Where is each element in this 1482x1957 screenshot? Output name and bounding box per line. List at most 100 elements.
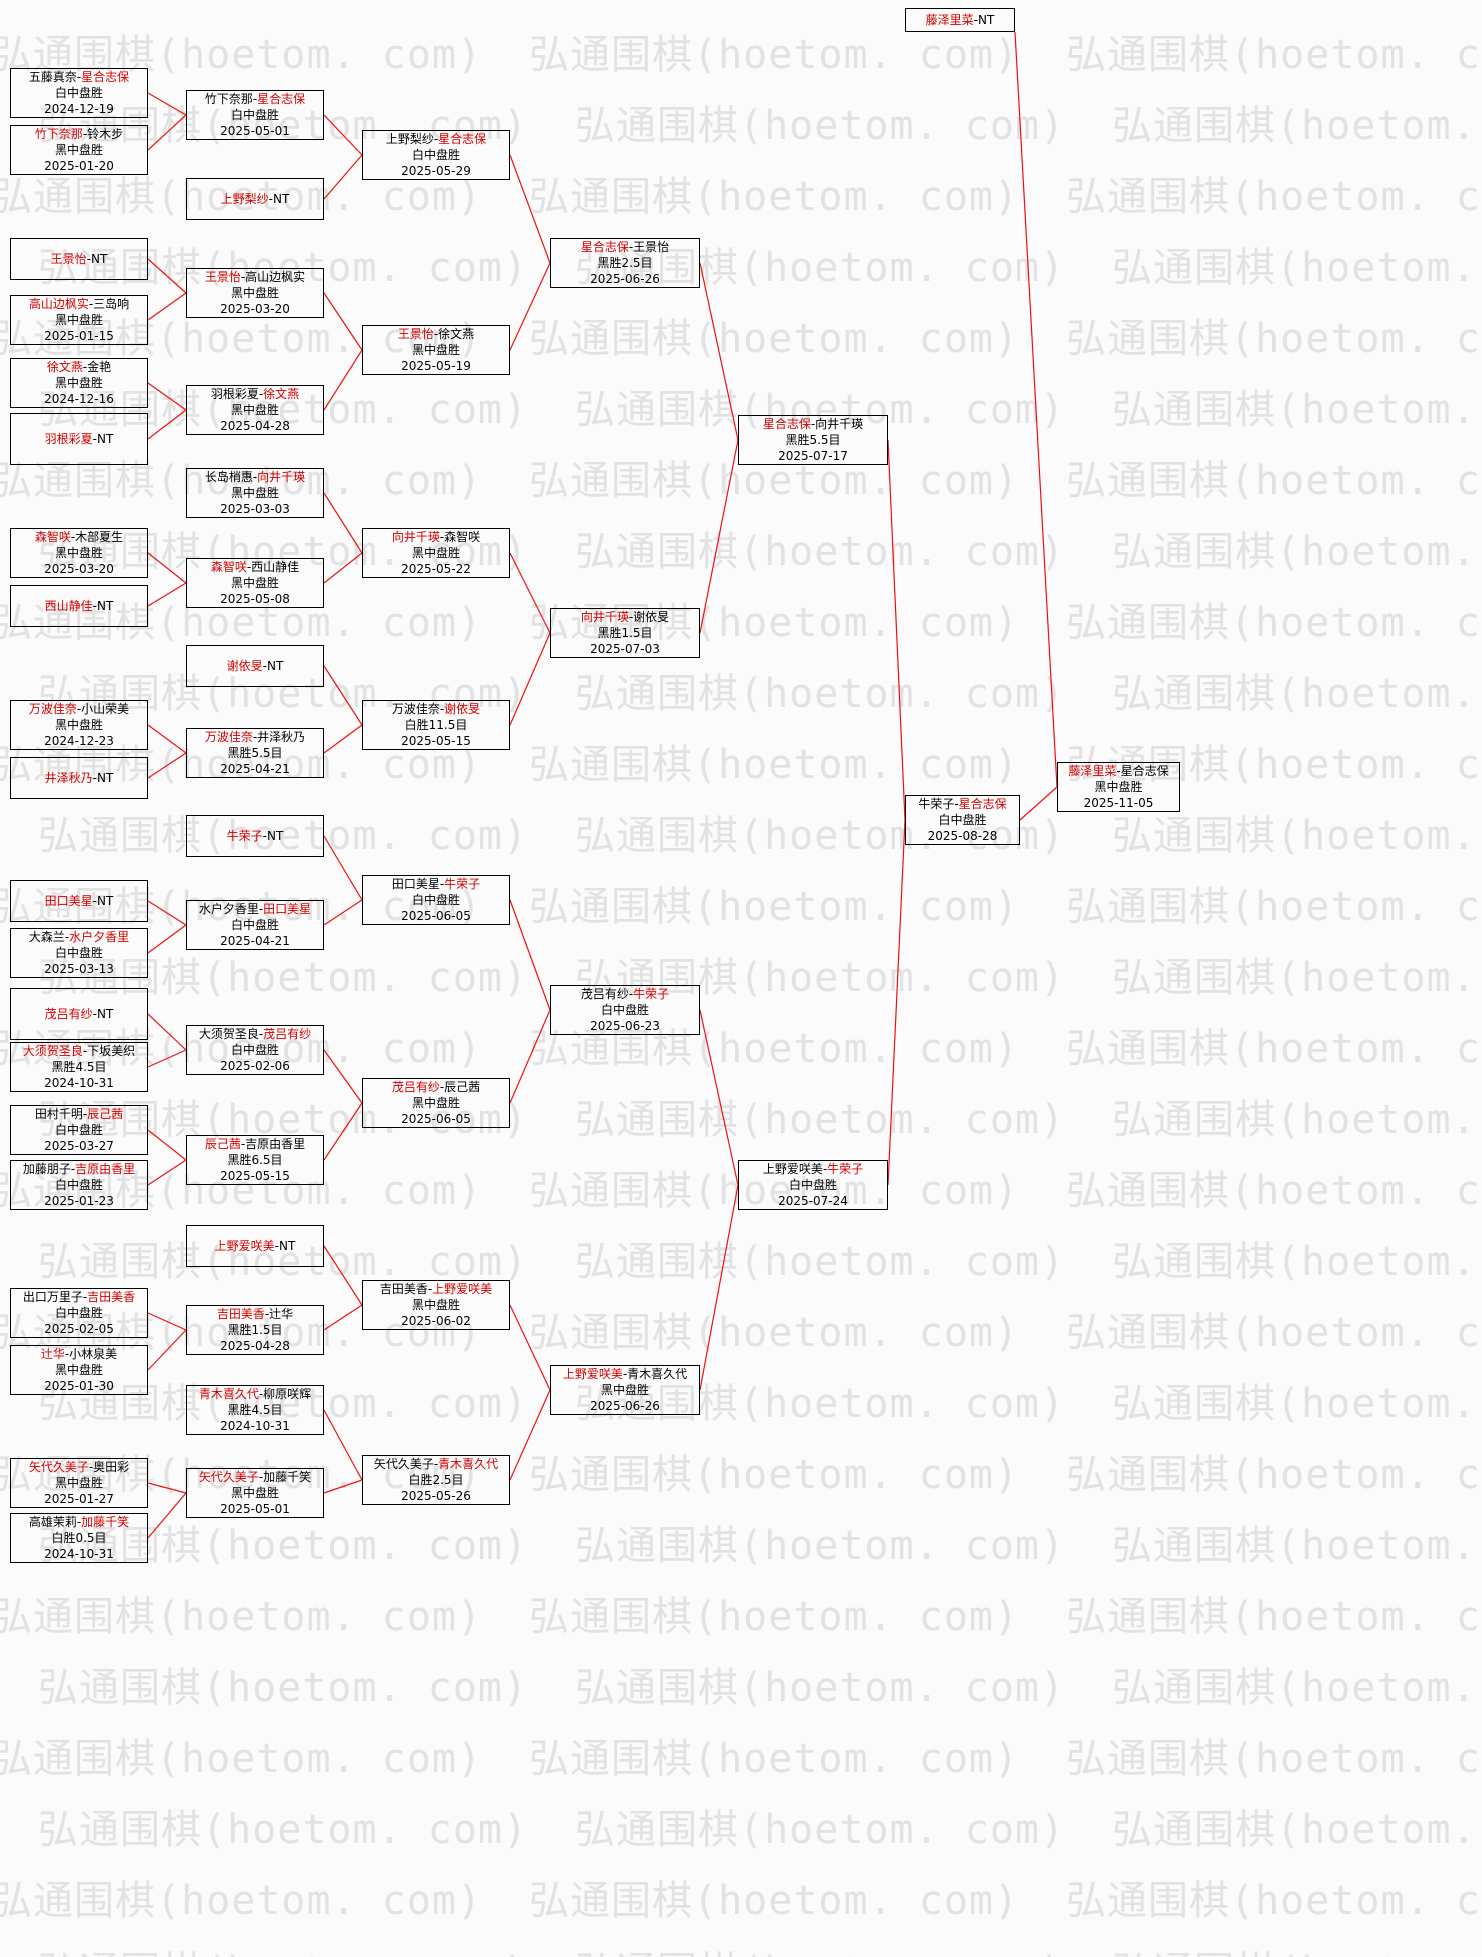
- player-name: 高山边枫实: [245, 270, 306, 284]
- match-box-c7: 谢依旻-NT: [186, 645, 324, 687]
- player-name: 王景怡: [633, 240, 670, 254]
- player-name: 王景怡: [204, 270, 241, 284]
- bracket-connector: [147, 114, 187, 151]
- player-name: 田口美星: [44, 894, 93, 908]
- watermark-text: 弘通围棋(hoetom. com): [38, 955, 529, 1001]
- watermark-text: 弘通围棋(hoetom. com): [529, 458, 1020, 504]
- player-name: 王景怡: [50, 252, 87, 266]
- match-players: 藤泽里菜-NT: [925, 13, 995, 27]
- match-players: 万波佳奈-小山荣美: [28, 702, 130, 716]
- bracket-connector: [323, 1479, 363, 1494]
- match-players: 徐文燕-金艳: [46, 360, 112, 374]
- match-date: 2025-05-22: [401, 562, 471, 576]
- watermark-text: 弘通围棋(hoetom. com): [1066, 884, 1482, 930]
- player-name: 谢依旻: [226, 659, 263, 673]
- match-players: 森智咲-木部夏生: [34, 530, 124, 544]
- match-players: 田口美星-牛荣子: [391, 877, 481, 891]
- match-players: 加藤朋子-吉原由香里: [22, 1162, 136, 1176]
- match-date: 2025-04-28: [220, 1339, 290, 1353]
- watermark-text: 弘通围棋(hoetom. com): [1112, 245, 1482, 291]
- player-name: 西山静佳: [44, 599, 93, 613]
- player-name: 吉田美香: [87, 1290, 136, 1304]
- match-box-b11: 田口美星-NT: [10, 880, 148, 922]
- match-date: 2024-12-23: [44, 734, 114, 748]
- bracket-connector: [147, 900, 187, 926]
- watermark-text: 弘通围棋(hoetom. com): [38, 813, 529, 859]
- player-name: 三岛响: [93, 297, 130, 311]
- watermark-text: 弘通围棋(hoetom. com): [1112, 1665, 1482, 1711]
- bracket-connector: [323, 492, 363, 554]
- player-name: 井泽秋乃: [44, 771, 93, 785]
- watermark-text: 弘通围棋(hoetom. com): [0, 1878, 483, 1924]
- match-players: 上野梨纱-NT: [220, 192, 290, 206]
- player-name: 竹下奈那: [204, 92, 253, 106]
- match-result: 黑中盘胜: [54, 313, 103, 327]
- bracket-connector: [323, 665, 363, 726]
- watermark-text: 弘通围棋(hoetom. com): [1066, 174, 1482, 220]
- bye-marker: NT: [273, 192, 290, 206]
- player-name: 向井千瑛: [580, 610, 629, 624]
- watermark-text: 弘通围棋(hoetom. com): [0, 1736, 483, 1782]
- bye-marker: NT: [97, 894, 114, 908]
- match-players: 辻华-小林泉美: [40, 1347, 118, 1361]
- bracket-connector: [323, 1304, 363, 1331]
- match-date: 2024-12-16: [44, 392, 114, 406]
- match-date: 2025-08-28: [927, 829, 998, 843]
- match-date: 2025-05-19: [401, 359, 471, 373]
- match-players: 五藤真奈-星合志保: [28, 70, 130, 84]
- watermark-text: 弘通围棋(hoetom. com): [0, 174, 483, 220]
- player-name: 羽根彩夏: [44, 432, 93, 446]
- player-name: 星合志保: [762, 417, 811, 431]
- match-date: 2025-01-30: [44, 1379, 114, 1393]
- match-players: 西山静佳-NT: [44, 599, 114, 613]
- match-players: 矢代久美子-加藤千笑: [198, 1470, 312, 1484]
- player-name: 矢代久美子: [373, 1457, 434, 1471]
- match-result: 黑胜5.5目: [785, 433, 841, 447]
- match-box-b6: 羽根彩夏-NT: [10, 413, 148, 465]
- bracket-connector: [699, 439, 739, 634]
- watermark-text: 弘通围棋(hoetom. com): [1112, 813, 1482, 859]
- player-name: 谢依旻: [633, 610, 670, 624]
- bracket-connector: [147, 409, 187, 440]
- match-players: 藤泽里菜-星合志保: [1068, 764, 1169, 778]
- bye-marker: NT: [97, 599, 114, 613]
- player-name: 辰己茜: [444, 1080, 481, 1094]
- player-name: 矢代久美子: [28, 1460, 89, 1474]
- match-result: 黑中盘胜: [230, 486, 279, 500]
- match-result: 白中盘胜: [230, 918, 279, 932]
- player-name: 徐文燕: [438, 327, 475, 341]
- watermark-text: 弘通围棋(hoetom. com): [1066, 1026, 1482, 1072]
- bracket-connector: [147, 258, 187, 294]
- match-result: 白中盘胜: [54, 1178, 103, 1192]
- match-players: 上野爱咲美-牛荣子: [762, 1162, 864, 1176]
- watermark-text: 弘通围棋(hoetom. com): [575, 387, 1066, 433]
- watermark-text: 弘通围棋(hoetom. com): [529, 1026, 1020, 1072]
- bracket-connector: [509, 1304, 551, 1391]
- match-players: 茂吕有纱-牛荣子: [580, 987, 670, 1001]
- match-players: 大须贺圣良-下坂美织: [22, 1044, 136, 1058]
- player-name: 青木喜久代: [438, 1457, 499, 1471]
- watermark-text: 弘通围棋(hoetom. com): [1066, 1736, 1482, 1782]
- watermark-text: 弘通围棋(hoetom. com): [575, 1097, 1066, 1143]
- bye-marker: NT: [978, 13, 995, 27]
- match-result: 黑胜4.5目: [227, 1403, 283, 1417]
- player-name: 谢依旻: [444, 702, 481, 716]
- watermark-text: 弘通围棋(hoetom. com): [1112, 1807, 1482, 1853]
- match-date: 2025-01-27: [44, 1492, 114, 1506]
